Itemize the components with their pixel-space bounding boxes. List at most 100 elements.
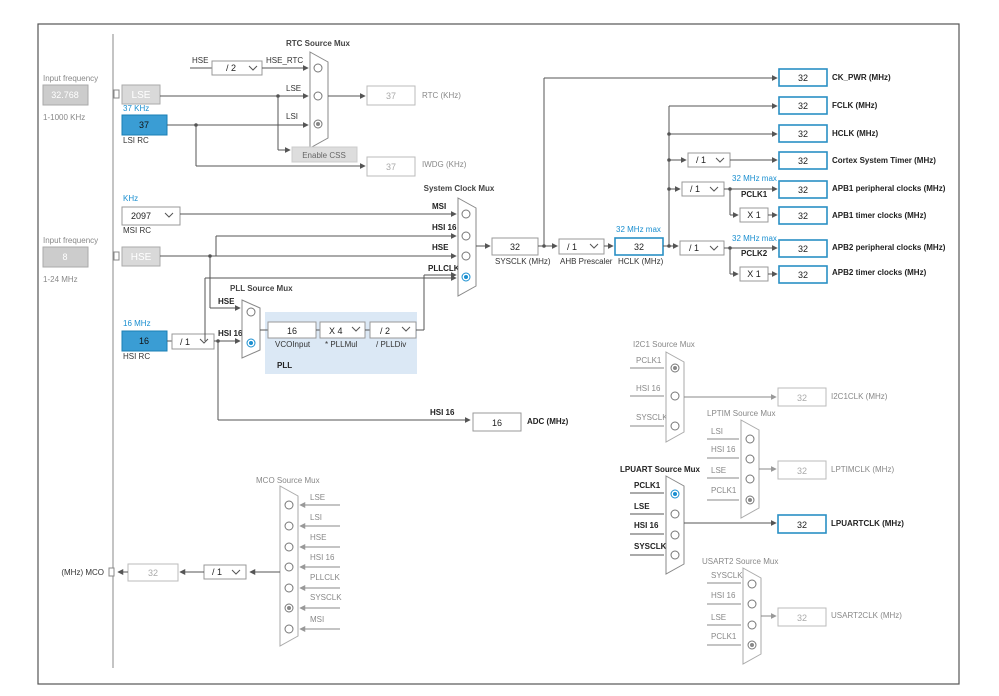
apb2-divider-select[interactable] [679, 240, 725, 256]
sysclk-radio-hse[interactable] [461, 251, 471, 261]
apb1-timer-multiplier-value: X 1 [747, 210, 761, 220]
ahb-prescaler-label: AHB Prescaler [560, 257, 613, 266]
iwdg-output-label: IWDG (KHz) [422, 160, 467, 169]
ahb-prescaler-value: / 1 [567, 242, 577, 252]
apb1-peripheral-field [778, 180, 828, 199]
usart2-output-field [777, 607, 827, 627]
hse-input-range: 1-24 MHz [43, 275, 78, 284]
sysclk-radio-hsi16[interactable] [461, 231, 471, 241]
sysclk-hse-label: HSE [432, 243, 449, 252]
apb1-divider-value: / 1 [690, 184, 700, 194]
lpuart-lse-label: LSE [634, 502, 650, 511]
lpuart-radio-hsi16[interactable] [670, 530, 680, 540]
rtc-lsi-label: LSI [286, 112, 298, 121]
i2c1-sysclk-label: SYSCLK [636, 413, 668, 422]
usart2-radio-lse[interactable] [747, 620, 757, 630]
chevron-down-icon [709, 245, 719, 251]
lpuart-radio-lse[interactable] [670, 509, 680, 519]
lptim-lsi-label: LSI [711, 427, 723, 436]
ck-pwr-label: CK_PWR (MHz) [832, 73, 891, 82]
pll-mux-title: PLL Source Mux [230, 284, 293, 293]
rtc-mux-title: RTC Source Mux [286, 39, 351, 48]
apb2-divider-value: / 1 [689, 243, 699, 253]
pll-div-select[interactable] [369, 321, 417, 339]
ahb-prescaler-select[interactable] [558, 238, 605, 255]
mco-radio-lse[interactable] [284, 500, 294, 510]
chevron-down-icon [248, 65, 258, 71]
usart2-radio-hsi16[interactable] [747, 599, 757, 609]
mco-radio-hsi16[interactable] [284, 562, 294, 572]
lse-input-range: 1-1000 KHz [43, 113, 85, 122]
chevron-down-icon [709, 186, 719, 192]
mco-radio-msi[interactable] [284, 624, 294, 634]
mco-output-label: (MHz) MCO [61, 568, 104, 577]
lse-block-label: LSE [132, 90, 151, 101]
apb1-peripheral-value: 32 [798, 185, 808, 195]
rtc-output-label: RTC (KHz) [422, 91, 461, 100]
hse-input-caption: Input frequency [43, 236, 98, 245]
rtc-radio-lse[interactable] [313, 91, 323, 101]
hse-frequency-field[interactable] [42, 246, 89, 268]
usart2-radio-sysclk[interactable] [747, 579, 757, 589]
msi-frequency-select[interactable] [121, 206, 181, 226]
lpuart-pclk1-label: PCLK1 [634, 481, 661, 490]
rtc-radio-lsi-dot [316, 122, 320, 126]
lse-block[interactable] [121, 84, 161, 105]
lptim-pclk1-label: PCLK1 [711, 486, 737, 495]
hclk-output-value: 32 [798, 129, 808, 139]
usart2-mux-title: USART2 Source Mux [702, 557, 778, 566]
hclk-value: 32 [634, 242, 644, 252]
sysclk-label: SYSCLK (MHz) [495, 257, 551, 266]
cortex-divider-select[interactable] [687, 152, 731, 168]
rtc-hse-divider-value: / 2 [226, 63, 236, 73]
i2c1-radio-sysclk[interactable] [670, 421, 680, 431]
lptim-radio-lse[interactable] [745, 474, 755, 484]
mco-divider-select[interactable] [203, 564, 247, 580]
apb1-divider-select[interactable] [681, 181, 725, 197]
lptim-output-field [777, 460, 827, 480]
cortex-divider-value: / 1 [696, 155, 706, 165]
lptim-radio-hsi16[interactable] [745, 454, 755, 464]
hsi-divider-select[interactable] [171, 333, 215, 350]
enable-css-label: Enable CSS [302, 151, 346, 160]
lpuart-radio-sysclk[interactable] [670, 550, 680, 560]
pll-name: PLL [277, 361, 292, 370]
cortex-timer-label: Cortex System Timer (MHz) [832, 156, 936, 165]
i2c1-radio-pclk1-dot [673, 366, 677, 370]
i2c1-output-field [777, 387, 827, 407]
pll-radio-hse[interactable] [246, 307, 256, 317]
pll-source-mux [241, 299, 261, 359]
lptim-mux-title: LPTIM Source Mux [707, 409, 775, 418]
mco-mux-title: MCO Source Mux [256, 476, 320, 485]
mco-radio-lsi[interactable] [284, 521, 294, 531]
rtc-radio-hse[interactable] [313, 63, 323, 73]
apb2-pclk-label: PCLK2 [741, 249, 768, 258]
lse-frequency-field[interactable] [42, 84, 89, 106]
usart2-lse-label: LSE [711, 613, 726, 622]
apb2-peripheral-field [778, 239, 828, 258]
i2c1-pclk1-label: PCLK1 [636, 356, 662, 365]
mco-radio-pllclk[interactable] [284, 583, 294, 593]
chevron-down-icon [231, 569, 241, 575]
apb2-timer-label: APB2 timer clocks (MHz) [832, 268, 927, 277]
sysclk-mux-title: System Clock Mux [424, 184, 495, 193]
adc-field [472, 412, 522, 432]
lse-connector [113, 89, 120, 99]
chevron-down-icon [164, 212, 174, 218]
hse-connector [113, 251, 120, 261]
sysclk-msi-label: MSI [432, 202, 446, 211]
sysclk-radio-msi[interactable] [461, 209, 471, 219]
lpuart-mux-title: LPUART Source Mux [620, 465, 701, 474]
hsi-rc-label: HSI RC [123, 352, 150, 361]
apb1-timer-label: APB1 timer clocks (MHz) [832, 211, 927, 220]
lptim-radio-lsi[interactable] [745, 434, 755, 444]
i2c1-hsi16-label: HSI 16 [636, 384, 661, 393]
lpuart-output-field [777, 514, 827, 534]
mco-radio-hse[interactable] [284, 542, 294, 552]
i2c1-radio-hsi16[interactable] [670, 391, 680, 401]
pll-vco-input-value: 16 [287, 326, 297, 336]
rtc-hse-rtc-label: HSE_RTC [266, 56, 303, 65]
enable-css-button[interactable] [291, 146, 358, 163]
system-clock-mux [457, 197, 477, 297]
